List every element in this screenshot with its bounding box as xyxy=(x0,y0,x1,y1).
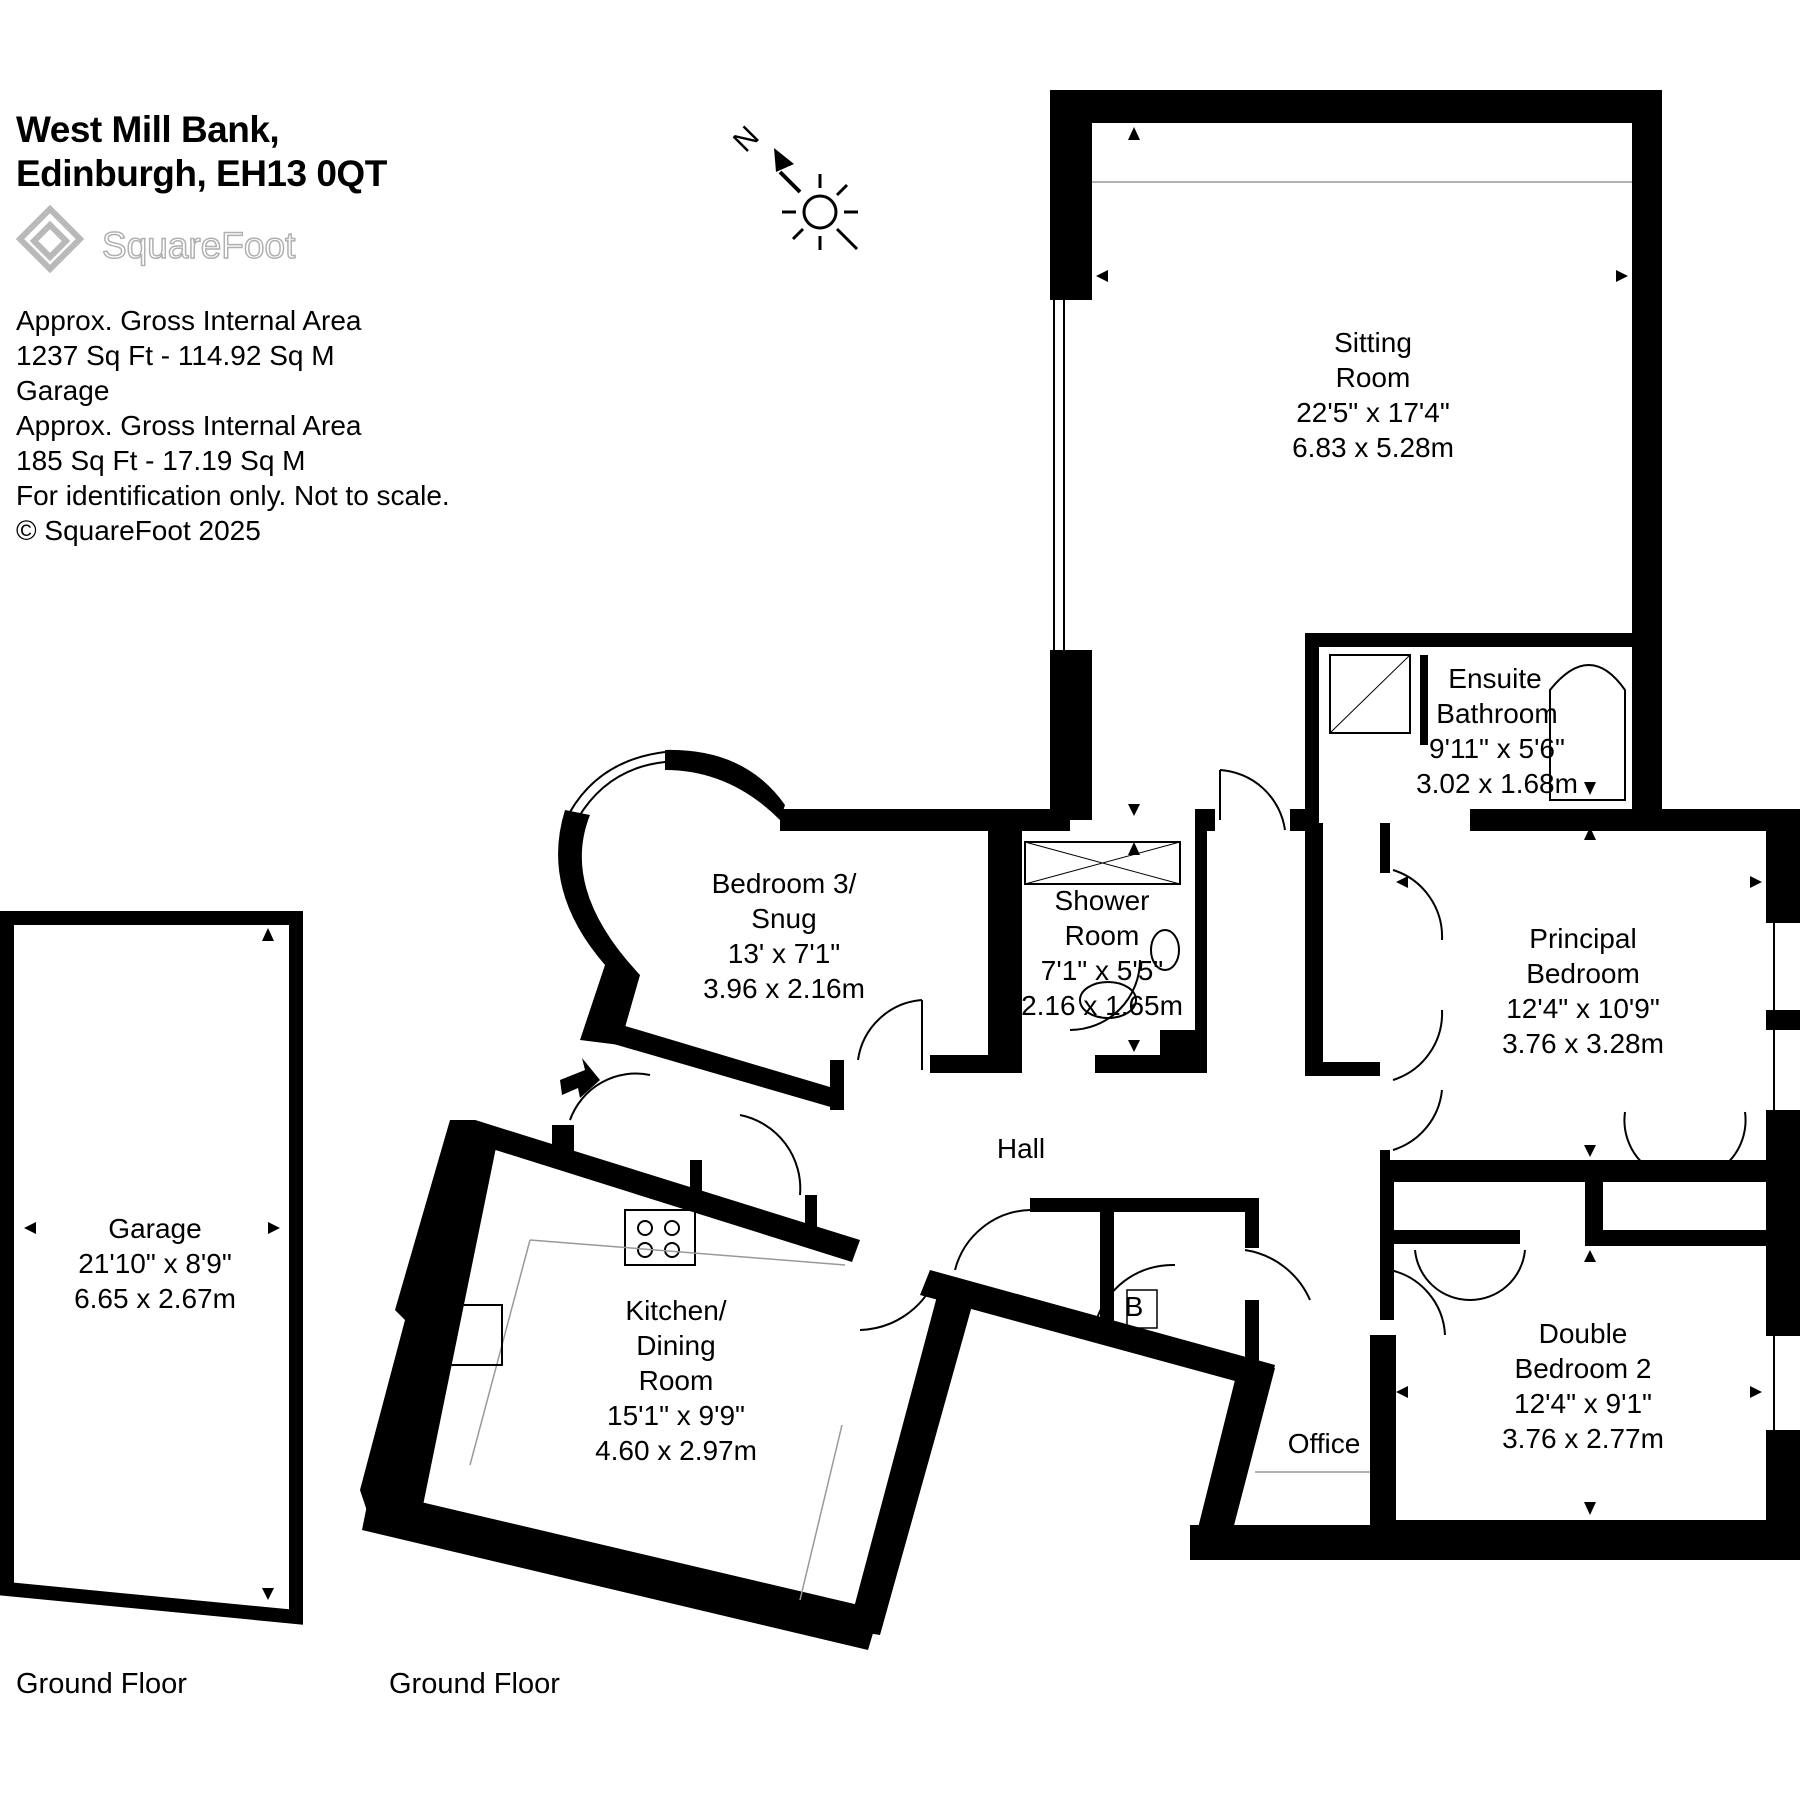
hall-lower-wall xyxy=(920,1270,1275,1390)
area-info-line: © SquareFoot 2025 xyxy=(16,515,261,546)
area-info: Approx. Gross Internal Area 1237 Sq Ft -… xyxy=(16,303,450,548)
ensuite-metric: 3.02 x 1.68m xyxy=(1416,768,1578,799)
entrance-arrow-icon xyxy=(560,1058,600,1098)
area-info-line: Approx. Gross Internal Area xyxy=(16,410,362,441)
squarefoot-logo: SquareFoot xyxy=(14,204,334,290)
sitting-room-metric: 6.83 x 5.28m xyxy=(1292,432,1454,463)
sitting-room-name-1: Sitting xyxy=(1334,327,1412,358)
principal-metric: 3.76 x 3.28m xyxy=(1502,1028,1664,1059)
room-label-cupboard: B xyxy=(1125,1291,1144,1322)
garage-imperial: 21'10" x 8'9" xyxy=(78,1248,232,1279)
principal-bedroom-walls xyxy=(1305,823,1800,1335)
double-bedroom-walls xyxy=(1380,1246,1800,1560)
compass-n: N xyxy=(727,120,766,159)
office-walls xyxy=(1190,1335,1390,1560)
room-label-double-bedroom-2: Double Bedroom 2 12'4" x 9'1" 3.76 x 2.7… xyxy=(1502,1318,1664,1454)
ensuite-walls xyxy=(1305,633,1635,823)
kitchen-walls xyxy=(360,1120,975,1650)
area-info-line: Garage xyxy=(16,375,110,406)
double2-metric: 3.76 x 2.77m xyxy=(1502,1423,1664,1454)
room-label-hall: Hall xyxy=(997,1133,1045,1164)
sitting-room-imperial: 22'5" x 17'4" xyxy=(1296,397,1450,428)
shower-imperial: 7'1" x 5'5" xyxy=(1041,955,1163,986)
bedroom3-name-2: Snug xyxy=(751,903,816,934)
logo-text: SquareFoot xyxy=(102,225,296,266)
area-info-line: 185 Sq Ft - 17.19 Sq M xyxy=(16,445,306,476)
floor-label-main: Ground Floor xyxy=(389,1668,560,1700)
double2-name-1: Double xyxy=(1539,1318,1628,1349)
shower-name-1: Shower xyxy=(1055,885,1150,916)
wardrobe-walls xyxy=(1380,1160,1800,1320)
floor-label-garage: Ground Floor xyxy=(16,1668,187,1700)
room-label-shower-room: Shower Room 7'1" x 5'5" 2.16 x 1.65m xyxy=(1021,885,1183,1021)
room-label-bedroom-3: Bedroom 3/ Snug 13' x 7'1" 3.96 x 2.16m xyxy=(703,868,865,1004)
principal-name-2: Bedroom xyxy=(1526,958,1640,989)
principal-imperial: 12'4" x 10'9" xyxy=(1506,993,1660,1024)
ensuite-name-2: Bathroom xyxy=(1436,698,1557,729)
area-info-line: For identification only. Not to scale. xyxy=(16,480,450,511)
cupboard-name: B xyxy=(1125,1291,1144,1322)
main-walls xyxy=(780,809,1800,838)
room-label-office: Office xyxy=(1288,1428,1361,1459)
sitting-room-walls xyxy=(1050,90,1662,820)
hall-name: Hall xyxy=(997,1133,1045,1164)
room-label-kitchen: Kitchen/ Dining Room 15'1" x 9'9" 4.60 x… xyxy=(595,1295,757,1466)
room-label-sitting-room: Sitting Room 22'5" x 17'4" 6.83 x 5.28m xyxy=(1292,327,1454,463)
bedroom3-name-1: Bedroom 3/ xyxy=(712,868,857,899)
ensuite-imperial: 9'11" x 5'6" xyxy=(1429,733,1565,764)
shower-metric: 2.16 x 1.65m xyxy=(1021,990,1183,1021)
principal-name-1: Principal xyxy=(1529,923,1636,954)
compass-icon: N xyxy=(727,120,859,251)
ensuite-name-1: Ensuite xyxy=(1448,663,1541,694)
double2-imperial: 12'4" x 9'1" xyxy=(1514,1388,1652,1419)
kitchen-name-3: Room xyxy=(639,1365,714,1396)
address-line-1: West Mill Bank, xyxy=(16,109,280,150)
dimension-markers xyxy=(24,127,1762,1600)
door-swings xyxy=(569,769,1747,1336)
sitting-room-name-2: Room xyxy=(1336,362,1411,393)
kitchen-name-1: Kitchen/ xyxy=(625,1295,726,1326)
bedroom3-metric: 3.96 x 2.16m xyxy=(703,973,865,1004)
shower-name-2: Room xyxy=(1065,920,1140,951)
kitchen-name-2: Dining xyxy=(636,1330,715,1361)
area-info-line: Approx. Gross Internal Area xyxy=(16,305,362,336)
room-label-ensuite: Ensuite Bathroom 9'11" x 5'6" 3.02 x 1.6… xyxy=(1416,663,1578,799)
cupboard-walls xyxy=(1030,1198,1259,1380)
room-label-garage: Garage 21'10" x 8'9" 6.65 x 2.67m xyxy=(74,1213,236,1314)
area-info-line: 1237 Sq Ft - 114.92 Sq M xyxy=(16,340,335,371)
shower-room-walls xyxy=(1010,823,1207,1073)
kitchen-metric: 4.60 x 2.97m xyxy=(595,1435,757,1466)
kitchen-imperial: 15'1" x 9'9" xyxy=(607,1400,745,1431)
bedroom3-walls xyxy=(558,749,1010,1110)
double2-name-2: Bedroom 2 xyxy=(1515,1353,1652,1384)
garage-walls xyxy=(0,911,303,1625)
bedroom3-imperial: 13' x 7'1" xyxy=(728,938,840,969)
office-name: Office xyxy=(1288,1428,1361,1459)
garage-metric: 6.65 x 2.67m xyxy=(74,1283,236,1314)
garage-name: Garage xyxy=(108,1213,201,1244)
address-line-2: Edinburgh, EH13 0QT xyxy=(16,153,387,194)
room-label-principal-bedroom: Principal Bedroom 12'4" x 10'9" 3.76 x 3… xyxy=(1502,923,1664,1059)
